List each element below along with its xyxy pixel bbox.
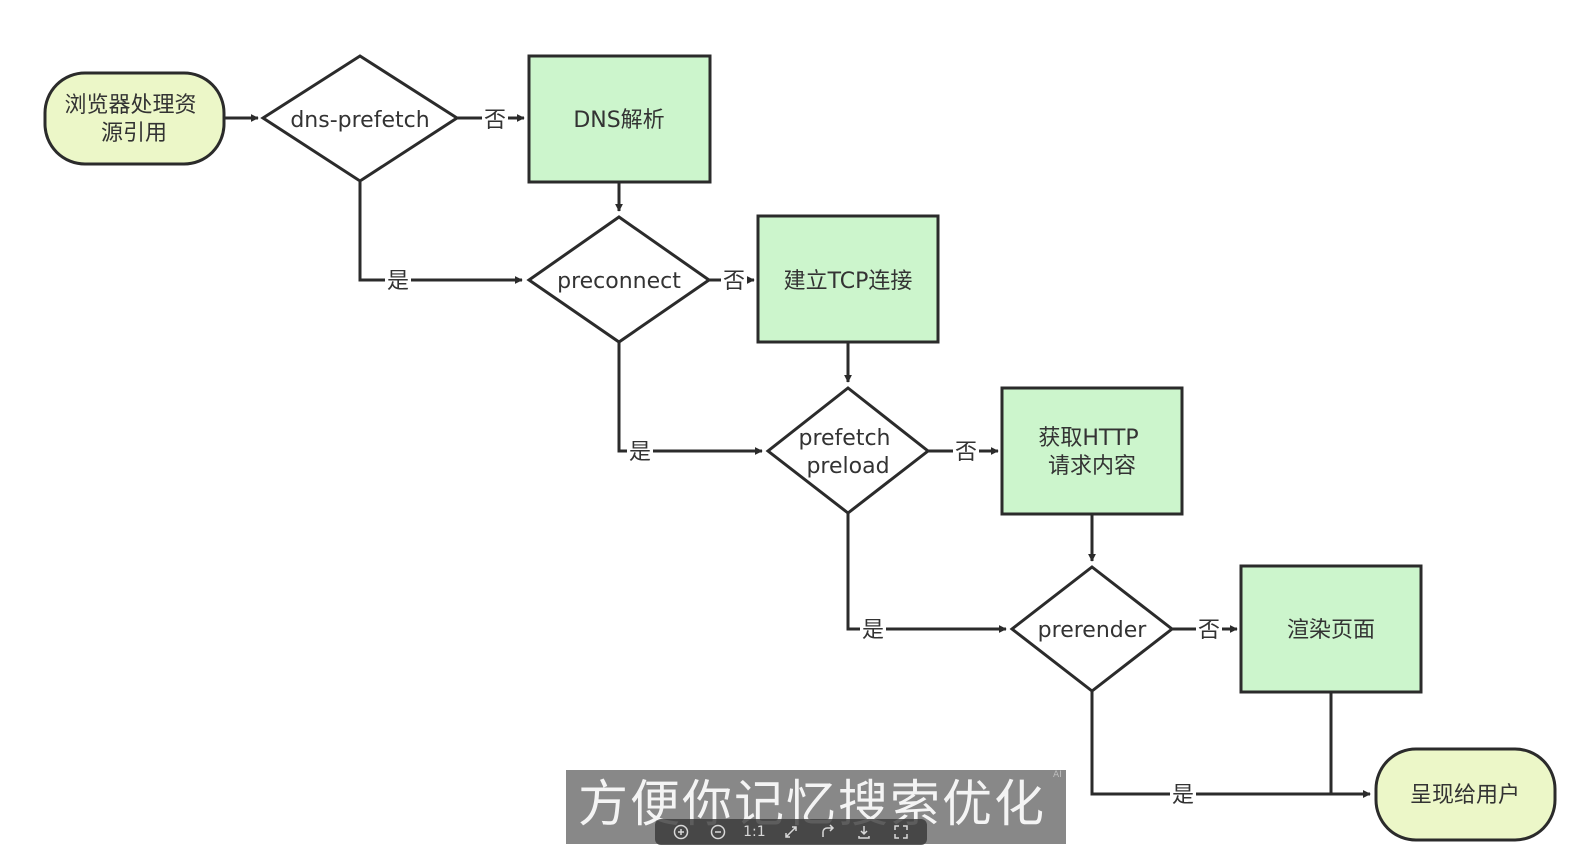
decision-dns-prefetch-label: dns-prefetch	[290, 108, 429, 133]
process-http-fetch-label: 获取HTTP 请求内容	[1038, 426, 1145, 479]
start-node	[43, 71, 226, 166]
start-node-label: 浏览器处理资 源引用	[64, 93, 203, 146]
process-http-fetch	[1000, 386, 1184, 516]
decision-prerender-label: prerender	[1038, 618, 1148, 643]
zoom-in-icon[interactable]	[668, 821, 694, 843]
edge-label-yes: 是	[1172, 783, 1194, 808]
ai-badge: AI	[1053, 770, 1062, 780]
actual-size-button[interactable]: 1:1	[743, 824, 766, 840]
decision-prefetch-preload	[765, 386, 931, 515]
edge-prefetch-yes	[846, 513, 1007, 633]
edge-label-no: 否	[723, 269, 745, 294]
image-viewer-toolbar: 1:1	[655, 819, 927, 845]
edge-label-no: 否	[1198, 618, 1220, 643]
process-dns-resolve	[527, 54, 712, 184]
decision-prefetch-preload-label: prefetch preload	[798, 426, 897, 479]
expand-icon[interactable]	[778, 821, 804, 843]
process-dns-resolve-label: DNS解析	[573, 108, 664, 133]
process-render-page	[1239, 564, 1423, 694]
edge-prerender-yes	[1090, 691, 1371, 798]
edge-label-no: 否	[484, 108, 506, 133]
zoom-out-icon[interactable]	[705, 821, 731, 843]
process-tcp-connect-label: 建立TCP连接	[784, 269, 913, 294]
edge-render-to-end	[1329, 692, 1371, 798]
edge-label-yes: 是	[629, 440, 651, 465]
edge-dns-prefetch-yes	[358, 182, 523, 284]
edge-label-yes: 是	[387, 269, 409, 294]
decision-preconnect-label: preconnect	[557, 269, 681, 294]
edge-preconnect-yes	[617, 342, 763, 455]
process-render-page-label: 渲染页面	[1287, 618, 1375, 643]
decision-prerender	[1009, 565, 1175, 693]
process-tcp-connect	[756, 214, 940, 344]
download-icon[interactable]	[851, 821, 877, 843]
decision-preconnect	[526, 215, 712, 344]
decision-dns-prefetch	[260, 54, 460, 183]
rotate-icon[interactable]	[815, 821, 841, 843]
end-node	[1374, 747, 1557, 842]
end-node-label: 呈现给用户	[1410, 783, 1520, 808]
fullscreen-icon[interactable]	[888, 821, 914, 843]
edge-label-no: 否	[955, 440, 977, 465]
edge-label-yes: 是	[862, 618, 884, 643]
